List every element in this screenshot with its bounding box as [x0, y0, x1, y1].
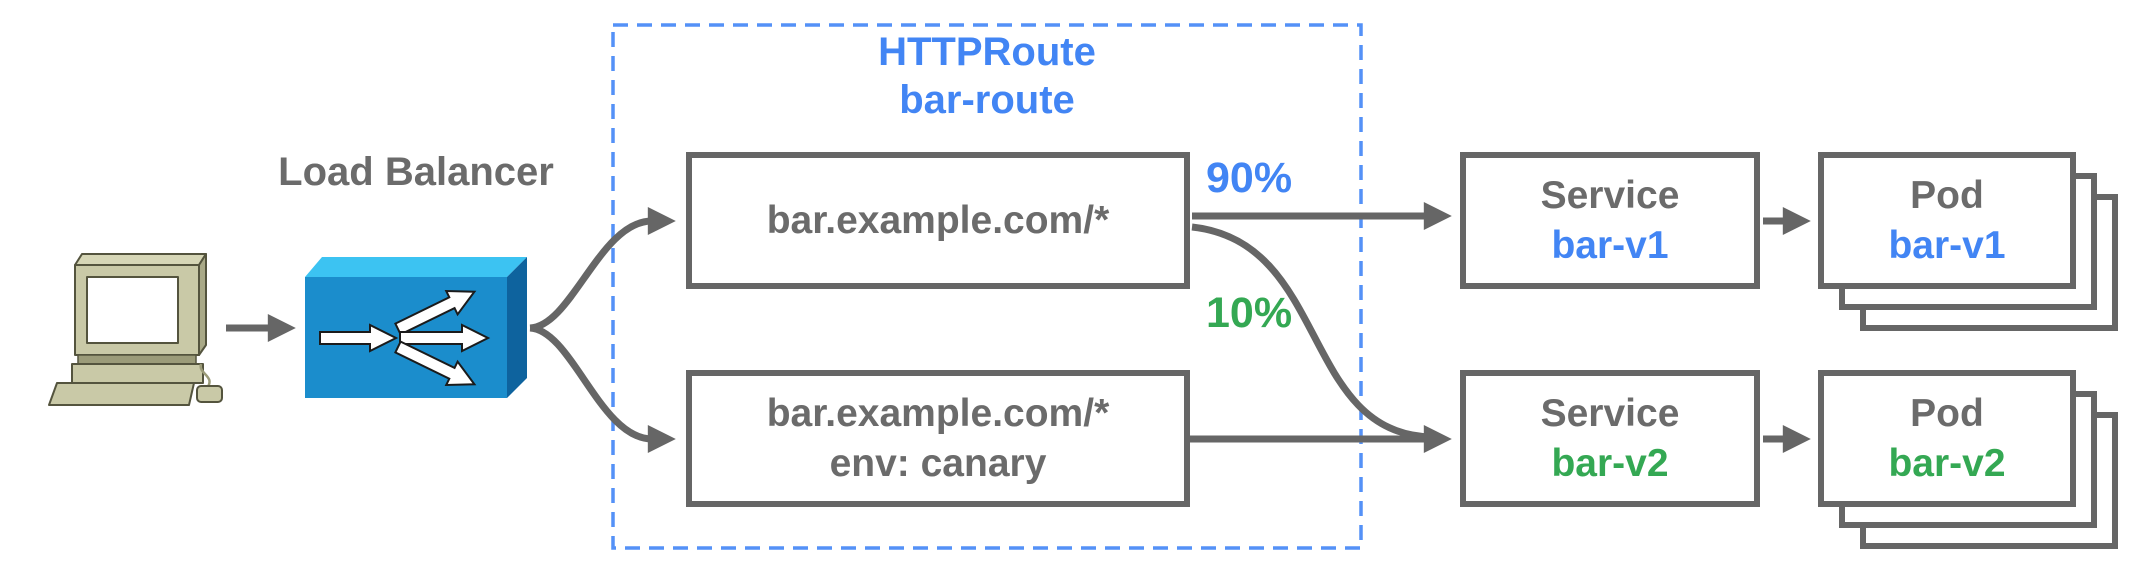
lb-arrow-out-up [394, 289, 477, 336]
service-1-kind: Service [1540, 173, 1680, 217]
weight-label-10: 10% [1206, 289, 1293, 337]
service-box-bar-v2: Service bar-v2 [1460, 370, 1760, 507]
route-match-box-1: bar.example.com/* [686, 152, 1190, 289]
service-2-name: bar-v2 [1551, 441, 1669, 485]
route-match-box-2: bar.example.com/* env: canary [686, 370, 1190, 507]
route-match-2-hostname: bar.example.com/* [766, 391, 1110, 435]
httproute-title: HTTPRoute bar-route [613, 28, 1361, 124]
arrow-lb-to-match1 [529, 207, 676, 332]
lb-arrow-out-down [394, 340, 477, 387]
route-match-2-header: env: canary [829, 441, 1047, 485]
arrow-lb-to-match2 [529, 324, 676, 453]
route-match-1-hostname: bar.example.com/* [766, 198, 1110, 242]
httproute-kind: HTTPRoute [878, 30, 1096, 74]
lb-arrow-out-right [399, 323, 491, 353]
lb-split-arrows [319, 289, 491, 387]
computer-base [71, 363, 204, 384]
computer-screen [86, 276, 179, 344]
computer-monitor-side [198, 253, 207, 356]
service-2-kind: Service [1540, 391, 1680, 435]
computer-keyboard [48, 382, 195, 406]
lb-side-face [507, 257, 527, 398]
load-balancer-label: Load Balancer [278, 150, 554, 194]
weight-label-90: 90% [1206, 154, 1293, 202]
pod-2-name: bar-v2 [1888, 441, 2006, 485]
desktop-computer-icon [48, 253, 223, 406]
pod-box-bar-v1: Pod bar-v1 [1818, 152, 2076, 289]
service-1-name: bar-v1 [1551, 223, 1669, 267]
pod-1-name: bar-v1 [1888, 223, 2006, 267]
httproute-name: bar-route [899, 78, 1075, 122]
computer-mouse [196, 385, 223, 403]
lb-top-face [305, 257, 527, 277]
pod-2-kind: Pod [1910, 391, 1984, 435]
computer-stand [77, 354, 197, 365]
service-box-bar-v1: Service bar-v1 [1460, 152, 1760, 289]
load-balancer-icon [305, 257, 527, 398]
computer-monitor-top [74, 253, 207, 266]
lb-arrow-in [319, 323, 399, 353]
pod-1-kind: Pod [1910, 173, 1984, 217]
pod-box-bar-v2: Pod bar-v2 [1818, 370, 2076, 507]
